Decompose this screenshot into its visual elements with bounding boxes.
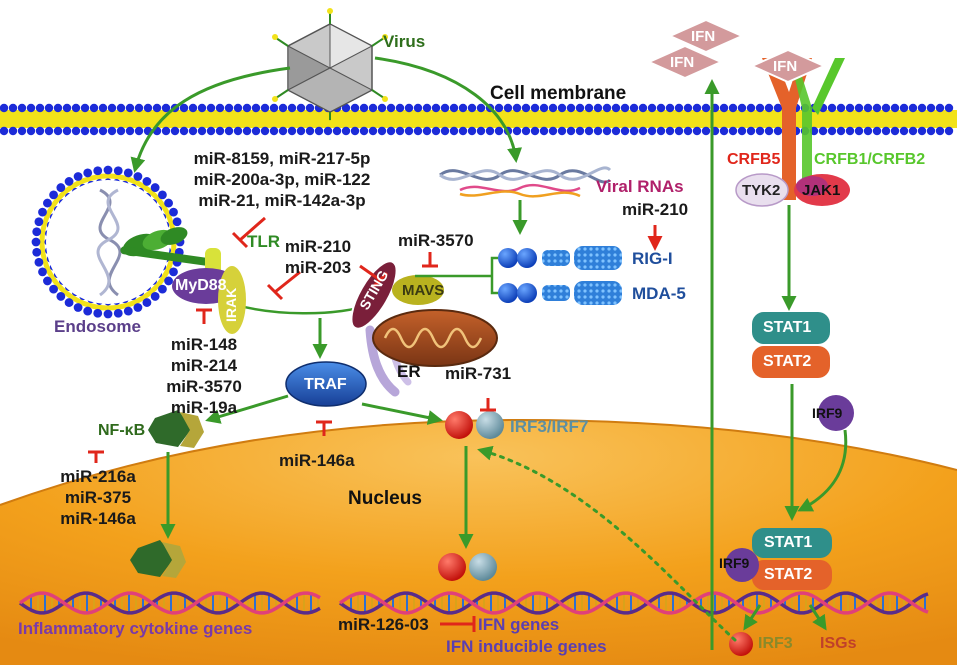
mavs-protein xyxy=(392,275,444,305)
mirna-myd88-group: miR-148 miR-214 miR-3570 miR-19a xyxy=(150,334,258,418)
ifn-label-1: IFN xyxy=(691,28,716,45)
jak1-kinase xyxy=(794,174,850,206)
mirna-irak-group: miR-210 miR-203 xyxy=(283,236,353,278)
mirna-nfkb-line-1: miR-216a xyxy=(60,467,136,486)
virus-particle xyxy=(272,8,388,126)
crfb1-crfb2-label: CRFB1/CRFB2 xyxy=(814,151,926,168)
inhibition-bars xyxy=(88,216,496,632)
nfkb-complex xyxy=(148,410,204,448)
stat1-label-cytoplasmic: STAT1 xyxy=(763,319,812,336)
irak-protein xyxy=(218,266,246,334)
irf3-feedback-dotted-arrow xyxy=(477,445,737,642)
stat2-label-cytoplasmic: STAT2 xyxy=(763,353,812,370)
traf-label: TRAF xyxy=(304,376,347,393)
mirna-tlr-line-1: miR-8159, miR-217-5p xyxy=(193,149,371,168)
viral-rnas-label: Viral RNAs xyxy=(596,177,684,196)
irf3-irf7-complex xyxy=(445,411,504,439)
irak-label: IRAK xyxy=(223,287,239,322)
mirna-myd88-line-1: miR-148 xyxy=(170,335,238,354)
isgf3-complex xyxy=(725,528,832,590)
mirna-irf: miR-731 xyxy=(445,364,512,383)
mda-5-label: MDA-5 xyxy=(632,284,686,303)
cell-membrane-bilayer xyxy=(0,103,957,136)
tyk2-kinase xyxy=(735,173,789,207)
activation-arrows xyxy=(130,56,848,650)
mirna-myd88-line-2: miR-214 xyxy=(170,356,238,375)
mavs-label: MAVS xyxy=(402,282,445,299)
myd88-label: MyD88 xyxy=(175,277,227,294)
irf9-label-nuclear: IRF9 xyxy=(719,555,750,571)
tlr-label: TLR xyxy=(247,232,281,251)
ifn-label-2: IFN xyxy=(670,54,695,71)
irf3-nuclear-ball xyxy=(729,632,753,656)
ifn-inducible-genes-label: IFN inducible genes xyxy=(446,637,607,656)
mirna-myd88-line-3: miR-3570 xyxy=(166,377,242,396)
mirna-nfkb-group: miR-216a miR-375 miR-146a xyxy=(42,466,154,529)
irf9-label-cytoplasmic: IRF9 xyxy=(812,405,843,421)
irf-on-dna xyxy=(438,553,497,581)
endosome-vesicle xyxy=(31,165,185,319)
stat1-stat2-cytoplasmic xyxy=(752,312,830,378)
mirna-tlr-line-3: miR-21, miR-142a-3p xyxy=(198,191,366,210)
tyk2-label: TYK2 xyxy=(742,182,781,199)
rig-mavs-bracket xyxy=(415,256,498,295)
mirna-mavs: miR-3570 xyxy=(398,231,474,250)
stat2-label-nuclear: STAT2 xyxy=(764,566,813,583)
rig-i-receptor xyxy=(498,246,622,270)
stat1-label-nuclear: STAT1 xyxy=(764,534,813,551)
isgs-label: ISGs xyxy=(820,635,857,652)
virus-label: Virus xyxy=(383,32,426,51)
dna-strand-ifn xyxy=(338,591,929,615)
rig-i-label: RIG-I xyxy=(632,249,673,268)
mitochondrion xyxy=(372,309,498,367)
nucleus-label: Nucleus xyxy=(348,488,422,509)
mirna-irak-line-2: miR-203 xyxy=(284,258,352,277)
sting-protein xyxy=(350,260,398,330)
viral-rna-helix xyxy=(439,166,612,198)
mirna-irak-line-1: miR-210 xyxy=(284,237,352,256)
mda-5-receptor xyxy=(498,281,622,305)
irf3-label-nuclear: IRF3 xyxy=(758,635,793,652)
ifn-diamonds xyxy=(646,18,827,84)
mirna-traf: miR-146a xyxy=(279,451,355,470)
inflammatory-genes-label: Inflammatory cytokine genes xyxy=(18,619,253,638)
mirna-nfkb-line-3: miR-146a xyxy=(60,509,136,528)
mirna-tlr-group: miR-8159, miR-217-5p miR-200a-3p, miR-12… xyxy=(193,148,371,211)
endosome-label: Endosome xyxy=(54,317,141,336)
mirna-ifn-genes: miR-126-03 xyxy=(338,615,429,634)
mirna-nfkb-line-2: miR-375 xyxy=(64,488,132,507)
mirna-myd88-line-4: miR-19a xyxy=(170,398,238,417)
irf9-cytoplasmic xyxy=(818,395,854,431)
ifn-label-3: IFN xyxy=(773,58,798,75)
dna-strand-inflammatory xyxy=(18,591,321,615)
jak1-label: JAK1 xyxy=(802,182,841,199)
irf3-irf7-label: IRF3/IRF7 xyxy=(510,417,589,436)
ifn-genes-label: IFN genes xyxy=(478,615,560,634)
cell-membrane-label: Cell membrane xyxy=(490,83,627,104)
traf-protein xyxy=(285,361,367,407)
er-label: ER xyxy=(397,362,421,381)
ifn-receptor xyxy=(762,58,845,200)
crfb5-label: CRFB5 xyxy=(727,151,781,168)
nfkb-label: NF-κB xyxy=(98,422,146,439)
mirna-tlr-line-2: miR-200a-3p, miR-122 xyxy=(193,170,371,189)
nfkb-nuclear xyxy=(130,540,186,578)
mirna-rigi: miR-210 xyxy=(622,200,689,219)
